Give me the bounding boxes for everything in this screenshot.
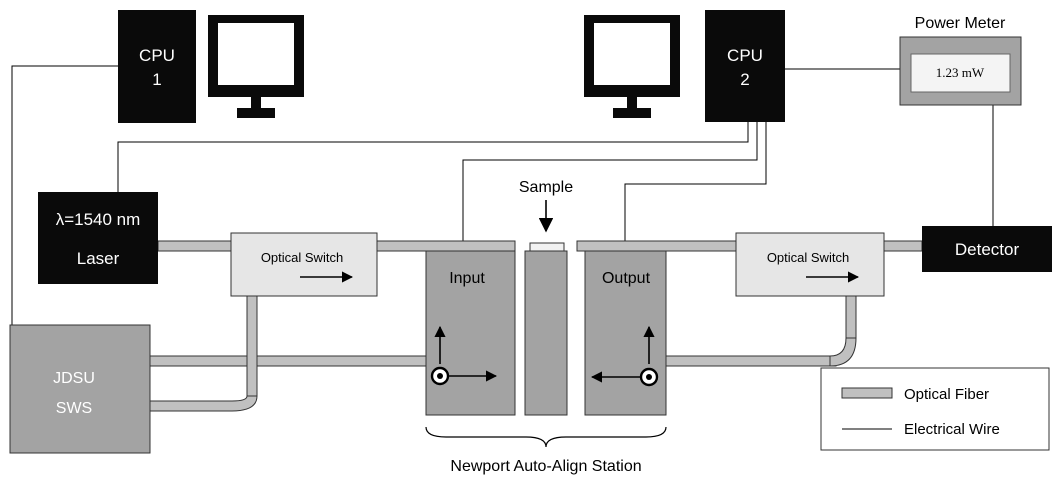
cpu-2-label-line1: CPU	[727, 46, 763, 65]
fiber-output-switch	[576, 240, 737, 252]
power-meter-title: Power Meter	[915, 15, 1006, 32]
station-brace	[425, 426, 667, 448]
input-stage-label: Input	[449, 270, 485, 287]
optical-switch-left: Optical Switch	[230, 232, 378, 297]
jdsu-sws-label-line2: SWS	[56, 400, 92, 417]
power-meter: Power Meter 1.23 mW	[899, 15, 1022, 106]
cpu-1-label-line1: CPU	[139, 46, 175, 65]
input-stage: Input	[425, 250, 516, 416]
legend-box	[820, 367, 1050, 451]
cpu-2: CPU 2	[705, 10, 785, 122]
cpu-1-box	[118, 10, 196, 123]
detector-label: Detector	[955, 240, 1020, 259]
wire-cpu2-laser	[117, 122, 749, 192]
laser-label: Laser	[77, 249, 120, 268]
fiber-switch-input	[376, 240, 516, 252]
fiber-laser-switch	[157, 240, 232, 252]
fiber-jdsu-input	[149, 355, 427, 367]
sample: Sample	[519, 179, 573, 416]
laser-box	[38, 192, 158, 284]
wire-cpu1-jdsu	[11, 65, 118, 325]
optical-switch-right: Optical Switch	[735, 232, 885, 297]
monitor-2-icon	[584, 15, 680, 118]
detector: Detector	[922, 226, 1052, 272]
optical-fibers	[149, 240, 923, 412]
fiber-switch-left-bend	[149, 395, 258, 412]
cpu-1-label-line2: 1	[152, 70, 161, 89]
cpu-1: CPU 1	[118, 10, 196, 123]
laser: λ=1540 nm Laser	[38, 192, 158, 284]
optical-switch-left-box	[230, 232, 378, 297]
legend-fiber-label: Optical Fiber	[904, 386, 989, 403]
optical-switch-right-label: Optical Switch	[767, 250, 849, 265]
monitor-1-icon	[208, 15, 304, 118]
station-label: Newport Auto-Align Station	[450, 458, 641, 475]
jdsu-sws-box	[9, 324, 151, 454]
jdsu-sws-label-line1: JDSU	[53, 370, 95, 387]
optical-switch-right-box	[735, 232, 885, 297]
fiber-switch-left-down	[246, 295, 258, 397]
legend: Optical Fiber Electrical Wire	[820, 367, 1050, 451]
fiber-output-right	[665, 355, 837, 367]
output-stage: Output	[584, 250, 667, 416]
detector-box	[922, 226, 1052, 272]
output-stage-label: Output	[602, 270, 651, 287]
optical-switch-left-label: Optical Switch	[261, 250, 343, 265]
power-meter-display	[910, 53, 1011, 93]
sample-label: Sample	[519, 179, 573, 196]
sample-stage-box	[524, 250, 568, 416]
fiber-switch-right-down	[845, 295, 857, 339]
power-meter-reading: 1.23 mW	[936, 65, 985, 80]
wire-cpu2-input	[462, 122, 758, 241]
electrical-wires	[11, 65, 994, 325]
fiber-switch-right-bend	[829, 337, 857, 367]
cpu-2-label-line2: 2	[740, 70, 749, 89]
jdsu-sws: JDSU SWS	[9, 324, 151, 454]
output-out-of-plane-dot	[646, 374, 652, 380]
laser-wavelength: λ=1540 nm	[56, 210, 141, 229]
input-out-of-plane-dot	[437, 373, 443, 379]
sample-piece	[529, 242, 565, 252]
station-bracket: Newport Auto-Align Station	[425, 426, 667, 475]
wire-cpu2-output	[624, 122, 767, 241]
legend-fiber-swatch	[841, 387, 893, 399]
cpu-2-box	[705, 10, 785, 122]
legend-wire-label: Electrical Wire	[904, 421, 1000, 438]
fiber-switch-detector	[883, 240, 923, 252]
